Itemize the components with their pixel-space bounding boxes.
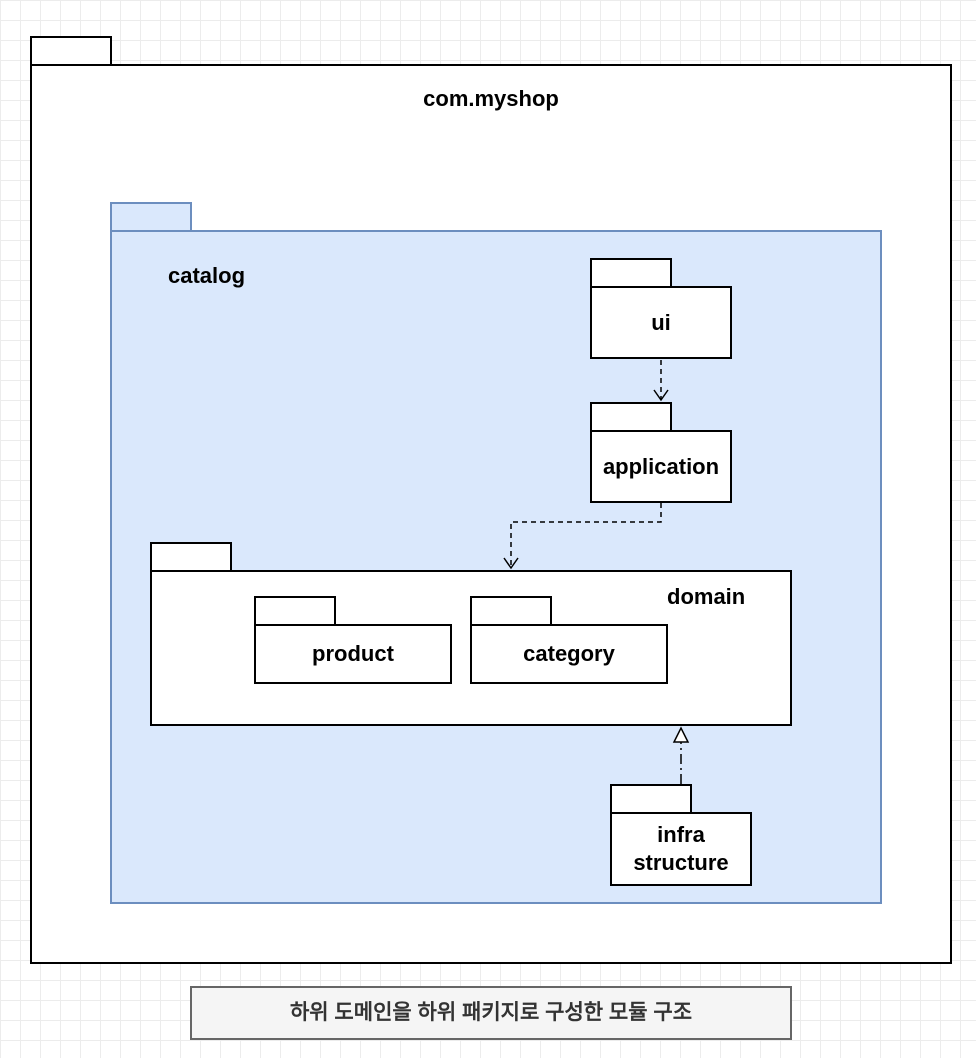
category-package-tab (470, 596, 552, 626)
infrastructure-package-tab (610, 784, 692, 814)
com-myshop-label: com.myshop (423, 86, 559, 111)
category-package[interactable]: category (470, 624, 668, 684)
application-package[interactable]: application (590, 430, 732, 503)
ui-package-tab (590, 258, 672, 288)
product-package-tab (254, 596, 336, 626)
ui-label: ui (651, 309, 671, 335)
application-label: application (602, 453, 720, 479)
domain-label: domain (667, 584, 746, 609)
infrastructure-label-line1: infra (657, 822, 705, 847)
infrastructure-package[interactable]: infra structure (610, 812, 752, 886)
product-label: product (312, 641, 394, 666)
application-package-tab (590, 402, 672, 432)
diagram-caption: 하위 도메인을 하위 패키지로 구성한 모듈 구조 (190, 986, 792, 1040)
catalog-label: catalog (168, 263, 246, 288)
domain-package-tab (150, 542, 232, 572)
ui-package[interactable]: ui (590, 286, 732, 359)
infrastructure-label-line2: structure (633, 850, 729, 875)
category-label: category (523, 641, 615, 666)
catalog-package-tab (110, 202, 192, 232)
caption-text: 하위 도메인을 하위 패키지로 구성한 모듈 구조 (289, 1001, 693, 1024)
com-myshop-package-tab (30, 36, 112, 66)
catalog-package[interactable] (110, 230, 882, 904)
product-package[interactable]: product (254, 624, 452, 684)
